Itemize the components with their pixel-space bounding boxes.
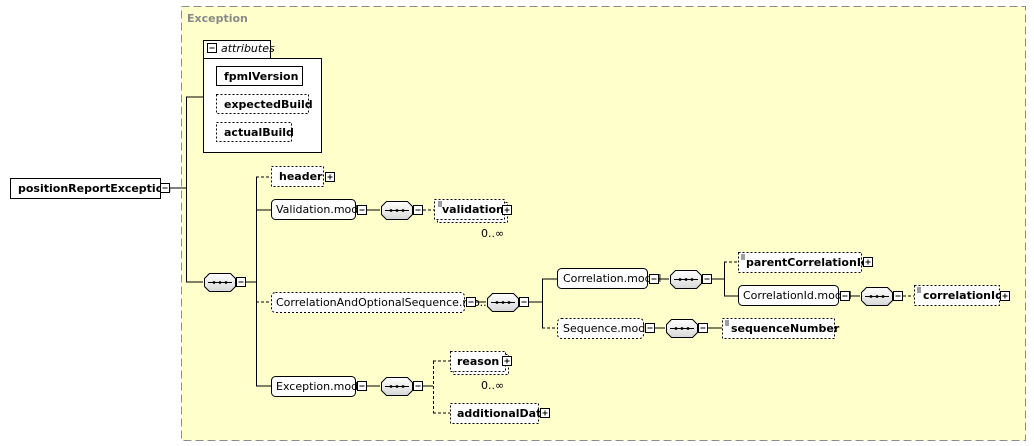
corr-opt-seq-connectors — [529, 278, 557, 329]
group-validation-model[interactable]: Validation.model — [271, 199, 369, 220]
corr-opt-seq-sequence-compositor[interactable] — [487, 293, 519, 312]
main-sequence-collapse-icon[interactable] — [236, 277, 246, 287]
element-reason-label: reason — [457, 355, 499, 368]
attribute-actualbuild-label: actualBuild — [224, 126, 294, 139]
sequence-model-sequence-compositor[interactable] — [666, 319, 698, 338]
main-sequence-connectors — [246, 176, 271, 387]
element-header[interactable]: header — [271, 166, 324, 187]
correlation-id-sequence-collapse-icon[interactable] — [893, 291, 903, 301]
element-correlation-id[interactable]: correlationId — [914, 285, 1003, 306]
group-exception-model[interactable]: Exception.model — [271, 376, 368, 397]
root-element-label: positionReportException — [18, 182, 171, 195]
correlation-id-expand-icon[interactable] — [1000, 291, 1010, 301]
group-correlation-and-optional-sequence-label: CorrelationAndOptionalSequence.mo... — [276, 296, 490, 309]
corr-opt-seq-collapse-icon[interactable] — [466, 297, 476, 307]
additional-data-expand-icon[interactable] — [540, 408, 550, 418]
element-reason[interactable]: reason — [450, 351, 509, 375]
group-exception-model-label: Exception.model — [276, 380, 368, 393]
element-sequence-number-label: sequenceNumber — [731, 322, 840, 335]
correlation-id-model-collapse-icon[interactable] — [840, 291, 850, 301]
exception-sequence-connectors — [423, 360, 450, 414]
reason-occurrence: 0..∞ — [481, 379, 504, 392]
element-validation-label: validation — [442, 203, 504, 216]
element-sequence-number[interactable]: sequenceNumber — [722, 318, 840, 339]
group-sequence-model-label: Sequence.model — [563, 322, 655, 335]
type-title: Exception — [187, 12, 248, 25]
element-validation[interactable]: validation — [434, 199, 508, 223]
correlation-id-sequence-compositor[interactable] — [861, 287, 893, 306]
attributes-label: attributes — [221, 42, 275, 55]
reason-expand-icon[interactable] — [502, 356, 512, 366]
correlation-model-collapse-icon[interactable] — [649, 274, 659, 284]
attribute-fpmlversion-label: fpmlVersion — [224, 70, 298, 83]
exception-sequence-compositor[interactable] — [381, 377, 413, 396]
group-correlation-id-model[interactable]: CorrelationId.model — [738, 285, 852, 306]
sequence-model-collapse-icon[interactable] — [645, 323, 655, 333]
group-sequence-model[interactable]: Sequence.model — [557, 318, 656, 339]
root-collapse-icon[interactable] — [160, 183, 170, 193]
validation-sequence-compositor[interactable] — [381, 201, 413, 220]
group-correlation-model[interactable]: Correlation.model — [557, 268, 662, 289]
validation-model-collapse-icon[interactable] — [357, 205, 367, 215]
root-element[interactable]: positionReportException — [10, 178, 172, 199]
group-validation-model-label: Validation.model — [276, 203, 368, 216]
corr-opt-seq-sequence-collapse-icon[interactable] — [519, 297, 529, 307]
attribute-expectedbuild[interactable]: expectedBuild — [216, 94, 313, 114]
header-expand-icon[interactable] — [325, 172, 335, 182]
correlation-sequence-compositor[interactable] — [670, 270, 702, 289]
root-connectors — [170, 96, 203, 283]
correlation-sequence-connectors — [712, 261, 738, 297]
exception-sequence-collapse-icon[interactable] — [413, 381, 423, 391]
attribute-actualbuild[interactable]: actualBuild — [216, 122, 294, 142]
parent-correlation-id-expand-icon[interactable] — [863, 257, 873, 267]
group-correlation-and-optional-sequence[interactable]: CorrelationAndOptionalSequence.mo... — [271, 292, 491, 313]
correlation-sequence-collapse-icon[interactable] — [702, 274, 712, 284]
attributes-collapse-icon[interactable] — [207, 43, 217, 53]
element-additional-data[interactable]: additionalData — [450, 403, 549, 424]
validation-occurrence: 0..∞ — [481, 227, 504, 240]
sequence-model-sequence-collapse-icon[interactable] — [698, 323, 708, 333]
element-parent-correlation-id-label: parentCorrelationId — [746, 256, 869, 269]
group-correlation-id-model-label: CorrelationId.model — [743, 289, 852, 302]
group-correlation-model-label: Correlation.model — [563, 272, 661, 285]
attribute-expectedbuild-label: expectedBuild — [224, 98, 313, 111]
exception-model-collapse-icon[interactable] — [357, 381, 367, 391]
main-sequence-compositor[interactable] — [204, 273, 236, 292]
validation-sequence-collapse-icon[interactable] — [413, 205, 423, 215]
attributes-group: attributes fpmlVersion expectedBuild act… — [203, 40, 322, 153]
element-correlation-id-label: correlationId — [923, 289, 1003, 302]
element-header-label: header — [279, 170, 323, 183]
type-container: Exception — [181, 6, 1026, 441]
element-parent-correlation-id[interactable]: parentCorrelationId — [738, 252, 869, 273]
validation-expand-icon[interactable] — [502, 205, 512, 215]
attribute-fpmlversion[interactable]: fpmlVersion — [216, 66, 303, 86]
element-additional-data-label: additionalData — [457, 407, 549, 420]
